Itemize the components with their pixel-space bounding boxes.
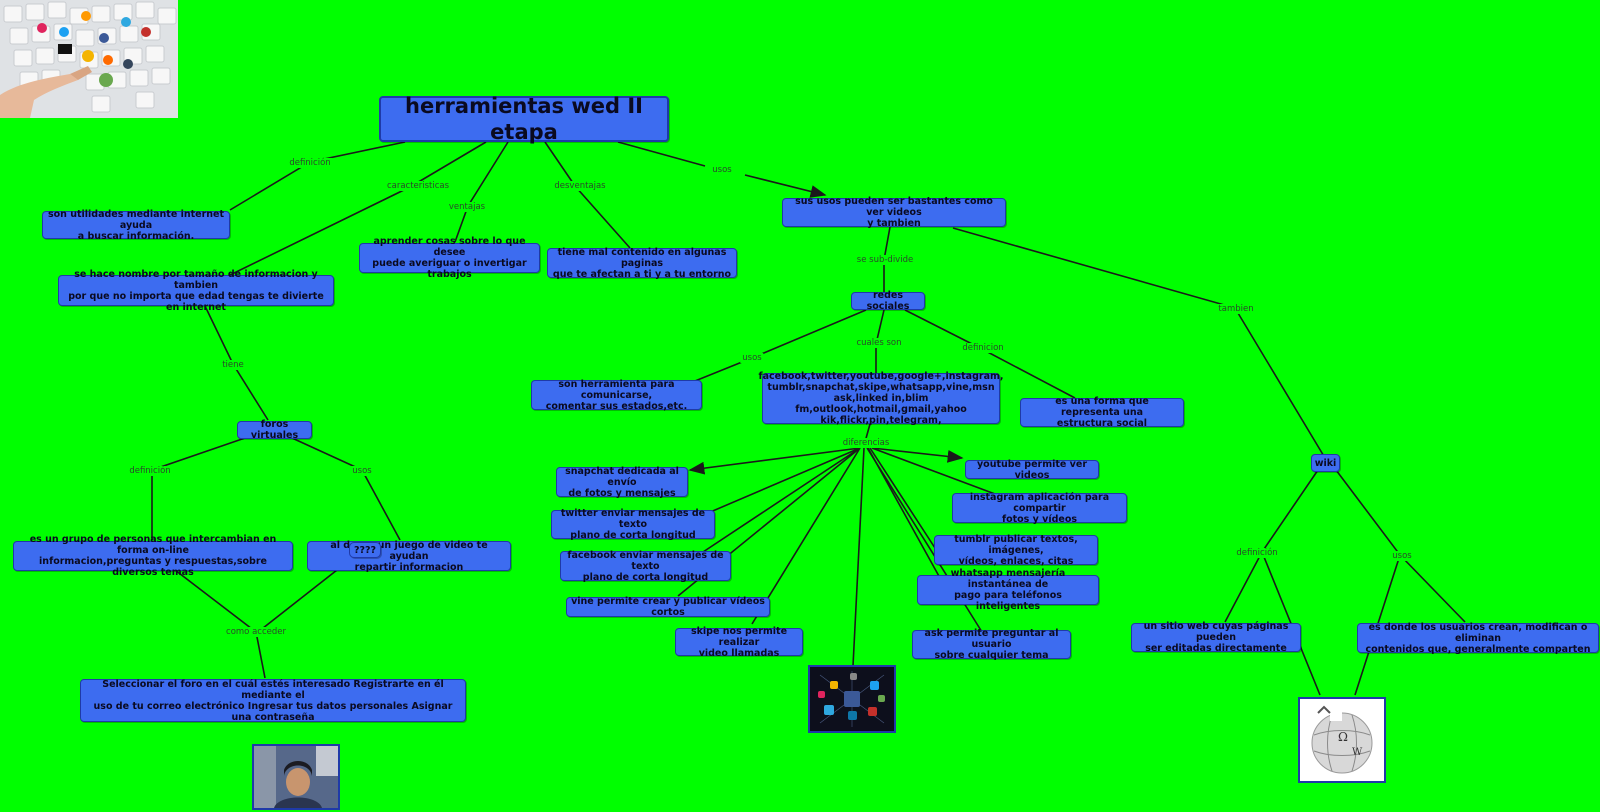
link-label-redes-usos: usos <box>740 353 764 363</box>
node-foros-virtuales[interactable]: foros virtuales <box>237 419 312 441</box>
node-skipe[interactable]: skipe nos permite realizar video llamada… <box>675 626 803 659</box>
line-dif-youtube <box>871 447 964 463</box>
line-wiki-def <box>1224 469 1319 623</box>
line-foros-acceso-2 <box>257 569 338 633</box>
line-foros-def <box>151 437 246 540</box>
line-usos-arrow <box>744 174 827 198</box>
link-label-ventajas: ventajas <box>446 202 488 212</box>
root-title-node[interactable]: herramientas wed II etapa <box>379 94 669 144</box>
node-foros-definicion[interactable]: es un grupo de personas que intercambian… <box>13 534 293 578</box>
link-label-wiki-definicion: definición <box>1234 548 1280 558</box>
svg-text:W: W <box>1352 747 1363 758</box>
node-instagram[interactable]: instagram aplicación para compartir foto… <box>952 492 1127 525</box>
node-usos[interactable]: sus usos pueden ser bastantes como ver v… <box>782 196 1006 229</box>
node-redes-definicion[interactable]: es una forma que representa una estructu… <box>1020 396 1184 429</box>
line-foros-usos <box>291 437 401 541</box>
link-label-cuales-son: cuales son <box>854 338 904 348</box>
node-wiki[interactable]: wiki <box>1311 454 1340 472</box>
line-root-ventajas <box>454 141 509 243</box>
line-dif-network-image <box>852 447 865 667</box>
foros-usos-badge[interactable]: ???? <box>349 542 381 558</box>
node-definicion[interactable]: son utilidades mediante internet ayuda a… <box>42 209 230 242</box>
node-youtube[interactable]: youtube permite ver videos <box>965 459 1099 481</box>
line-wiki-usos <box>1335 469 1466 623</box>
line-dif-tumblr <box>869 447 936 549</box>
node-ventajas[interactable]: aprender cosas sobre lo que desee puede … <box>359 236 540 280</box>
link-label-tambien: tambien <box>1216 304 1256 314</box>
line-dif-skipe <box>751 447 861 625</box>
svg-text:Ω: Ω <box>1338 730 1348 744</box>
line-root-usos <box>617 141 706 167</box>
webcam-person-image <box>252 744 340 810</box>
node-foros-usos[interactable]: al desco un juego de video te ayudan rep… <box>307 540 511 573</box>
node-desventajas[interactable]: tiene mal contenido en algunas paginas q… <box>547 247 737 280</box>
line-root-definicion <box>229 141 406 211</box>
link-label-desventajas: desventajas <box>552 181 608 191</box>
social-network-icons-image <box>808 665 896 733</box>
node-caracteristicas[interactable]: se hace nombre por tamaño de informacion… <box>58 269 334 313</box>
link-label-wiki-usos: usos <box>1390 551 1414 561</box>
node-redes-usos[interactable]: son herramienta para comunicarse, coment… <box>531 379 702 412</box>
wikipedia-globe-image: Ω W <box>1298 697 1386 783</box>
link-label-como-acceder: como acceder <box>224 627 288 637</box>
line-dif-snapchat <box>688 447 861 475</box>
node-whatsapp[interactable]: whatsapp mensajería instantánea de pago … <box>917 568 1099 612</box>
node-redes-cuales[interactable]: facebook,twitter,youtube,google+,instagr… <box>758 371 1004 426</box>
node-facebook[interactable]: facebook enviar mensajes de texto plano … <box>560 550 731 583</box>
line-dif-twitter <box>707 447 861 514</box>
node-vine[interactable]: vine permite crear y publicar vídeos cor… <box>566 596 770 618</box>
node-redes-sociales[interactable]: redes sociales <box>851 290 925 312</box>
link-label-diferencias: diferencias <box>840 438 892 448</box>
link-label-foros-definicion: definición <box>127 466 173 476</box>
line-dif-instagram <box>871 447 996 495</box>
node-ask[interactable]: ask permite preguntar al usuario sobre c… <box>912 628 1071 661</box>
node-snapchat[interactable]: snapchat dedicada al envío de fotos y me… <box>556 466 688 499</box>
line-dif-facebook <box>702 447 861 553</box>
link-label-se-subdivide: se sub-divide <box>854 255 916 265</box>
link-label-redes-definicion: definicion <box>960 343 1006 353</box>
line-foros-acceso <box>174 569 266 679</box>
node-wiki-usos[interactable]: es donde los usuarios crean, modifican o… <box>1357 622 1599 655</box>
link-label-definicion: definición <box>287 158 333 168</box>
line-root-desventajas <box>544 141 631 249</box>
keyboard-social-icons-image <box>0 0 178 118</box>
link-label-foros-usos: usos <box>350 466 374 476</box>
link-label-caracteristicas: caracteristicas <box>384 181 452 191</box>
node-twitter[interactable]: twitter enviar mensajes de texto plano d… <box>551 508 715 541</box>
node-wiki-definicion[interactable]: un sitio web cuyas páginas pueden ser ed… <box>1131 621 1301 654</box>
line-dif-whatsapp <box>867 447 941 579</box>
node-foros-acceso[interactable]: Seleccionar el foro en el cuál estés int… <box>80 679 466 723</box>
node-tumblr[interactable]: tumblr publicar textos, imágenes, vídeos… <box>934 534 1098 567</box>
link-label-usos: usos <box>710 165 734 175</box>
link-label-tiene: tiene <box>220 360 246 370</box>
